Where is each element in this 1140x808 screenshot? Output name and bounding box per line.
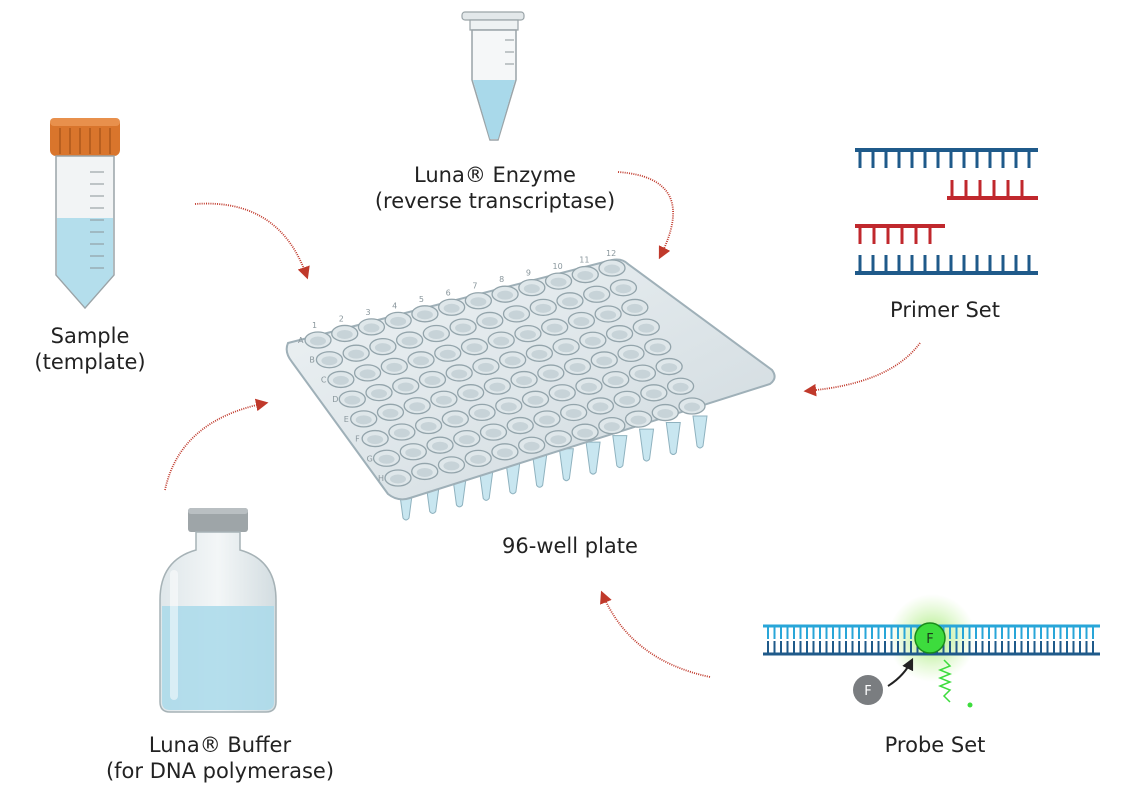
plate-column-label: 1 — [312, 321, 317, 330]
well-tip — [585, 441, 601, 475]
sample-tube-icon — [50, 118, 120, 310]
primer-set-icon — [855, 148, 1038, 275]
primer-label-line1: Primer Set — [890, 298, 1000, 322]
buffer-bottle-icon — [159, 508, 277, 713]
plate-row-label: C — [321, 375, 327, 384]
arrow-buffer-to-plate — [164, 398, 269, 491]
plate-row-label: A — [298, 336, 304, 345]
well-tip — [558, 448, 574, 482]
quencher-label: F — [864, 684, 871, 699]
plate-column-label: 3 — [365, 308, 370, 317]
enzyme-label: Luna® Enzyme (reverse transcriptase) — [340, 162, 650, 214]
plate-column-label: 2 — [339, 314, 344, 323]
well-tip — [638, 428, 655, 462]
plate-column-label: 6 — [446, 288, 451, 297]
sample-label-line2: (template) — [34, 350, 146, 374]
well-tip — [532, 454, 548, 488]
probe-set-icon: F F — [763, 594, 1100, 708]
plate-column-label: 8 — [499, 275, 504, 284]
well-tip — [665, 422, 681, 456]
arrow-enzyme-to-plate — [617, 171, 674, 260]
plate-column-label: 4 — [392, 301, 397, 310]
plate-row-label: E — [344, 415, 349, 424]
probe-label-line1: Probe Set — [884, 733, 986, 757]
plate-column-label: 5 — [419, 295, 424, 304]
plate-row-label: B — [309, 356, 315, 365]
arrows — [164, 171, 921, 678]
plate-row-label: D — [332, 395, 338, 404]
buffer-label: Luna® Buffer (for DNA polymerase) — [70, 732, 370, 784]
enzyme-tube-icon — [461, 11, 525, 141]
buffer-label-line2: (for DNA polymerase) — [105, 759, 335, 783]
probe-label: Probe Set — [850, 732, 1020, 758]
well-tip — [612, 435, 628, 469]
plate-column-label: 9 — [526, 269, 531, 278]
plate-column-label: 10 — [553, 262, 563, 271]
sample-label: Sample (template) — [10, 323, 170, 375]
plate-label-text: 96-well plate — [502, 534, 638, 558]
plate-row-label: F — [355, 435, 360, 444]
enzyme-label-line1: Luna® Enzyme — [414, 163, 576, 187]
enzyme-label-line2: (reverse transcriptase) — [374, 189, 616, 213]
sample-label-line1: Sample — [50, 324, 130, 348]
plate-column-label: 11 — [579, 256, 589, 265]
arrow-primer-to-plate — [803, 342, 921, 397]
well-tip — [478, 467, 494, 501]
plate-label: 96-well plate — [470, 533, 670, 559]
plate-row-label: G — [367, 454, 373, 463]
well-tip — [505, 461, 521, 495]
arrow-sample-to-plate — [194, 202, 310, 280]
fluorophore-label: F — [926, 632, 933, 647]
arrow-probe-to-plate — [600, 590, 711, 678]
plate-row-label: H — [378, 474, 384, 483]
primer-label: Primer Set — [860, 297, 1030, 323]
buffer-label-line1: Luna® Buffer — [148, 733, 292, 757]
plate-column-label: 12 — [606, 249, 616, 258]
plate-column-label: 7 — [472, 282, 477, 291]
well-tip — [692, 415, 708, 449]
